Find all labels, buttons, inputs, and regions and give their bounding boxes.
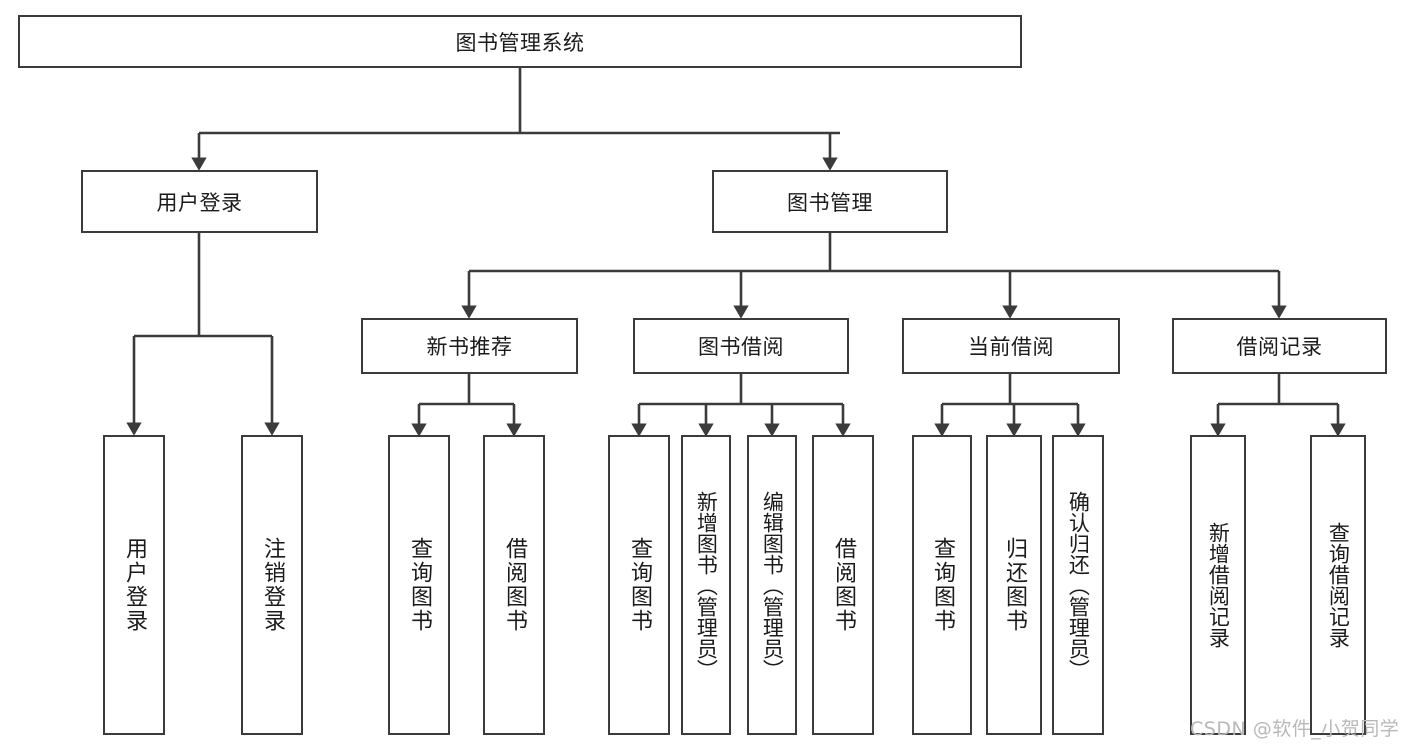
leaf-borrow-book-recommend-label: 借阅图书	[501, 537, 527, 633]
leaf-confirm-return-admin[interactable]: 确认归还（管理员）	[1052, 435, 1104, 735]
node-root-label: 图书管理系统	[455, 30, 585, 55]
leaf-add-book-admin-label: 新增图书（管理员）	[694, 490, 719, 680]
leaf-query-book-recommend-label: 查询图书	[406, 537, 432, 633]
leaf-borrow-book-recommend[interactable]: 借阅图书	[483, 435, 545, 735]
leaf-query-book-current-label: 查询图书	[929, 537, 955, 633]
leaf-edit-book-admin[interactable]: 编辑图书（管理员）	[747, 435, 797, 735]
leaf-user-login-label: 用户登录	[121, 537, 147, 633]
node-root[interactable]: 图书管理系统	[18, 15, 1022, 68]
leaf-add-book-admin[interactable]: 新增图书（管理员）	[681, 435, 731, 735]
leaf-return-book-label: 归还图书	[1001, 537, 1027, 633]
node-book-borrow[interactable]: 图书借阅	[633, 318, 849, 374]
leaf-query-book-current[interactable]: 查询图书	[912, 435, 972, 735]
node-user-login[interactable]: 用户登录	[81, 170, 318, 233]
node-borrow-record-label: 借阅记录	[1236, 335, 1323, 359]
node-user-login-label: 用户登录	[156, 190, 243, 215]
node-borrow-record[interactable]: 借阅记录	[1172, 318, 1387, 374]
node-new-book-recommend-label: 新书推荐	[426, 335, 513, 359]
leaf-logout[interactable]: 注销登录	[241, 435, 303, 735]
leaf-query-borrow-record[interactable]: 查询借阅记录	[1310, 435, 1366, 735]
node-book-management-label: 图书管理	[787, 190, 873, 215]
node-current-borrow-label: 当前借阅	[968, 335, 1054, 359]
leaf-add-borrow-record-label: 新增借阅记录	[1206, 522, 1231, 648]
node-book-management[interactable]: 图书管理	[712, 170, 948, 233]
leaf-borrow-book[interactable]: 借阅图书	[812, 435, 874, 735]
leaf-borrow-book-label: 借阅图书	[830, 537, 856, 633]
leaf-query-book-recommend[interactable]: 查询图书	[388, 435, 450, 735]
leaf-query-borrow-record-label: 查询借阅记录	[1326, 522, 1351, 648]
leaf-edit-book-admin-label: 编辑图书（管理员）	[760, 490, 785, 680]
leaf-confirm-return-admin-label: 确认归还（管理员）	[1066, 490, 1091, 680]
leaf-query-book-borrow[interactable]: 查询图书	[608, 435, 670, 735]
leaf-return-book[interactable]: 归还图书	[986, 435, 1042, 735]
leaf-logout-label: 注销登录	[259, 537, 285, 633]
leaf-query-book-borrow-label: 查询图书	[626, 537, 652, 633]
node-new-book-recommend[interactable]: 新书推荐	[361, 318, 578, 374]
csdn-watermark: CSDN @软件_小贺同学	[1190, 718, 1400, 740]
leaf-add-borrow-record[interactable]: 新增借阅记录	[1190, 435, 1246, 735]
leaf-user-login[interactable]: 用户登录	[103, 435, 165, 735]
node-book-borrow-label: 图书借阅	[698, 335, 784, 359]
node-current-borrow[interactable]: 当前借阅	[902, 318, 1120, 374]
